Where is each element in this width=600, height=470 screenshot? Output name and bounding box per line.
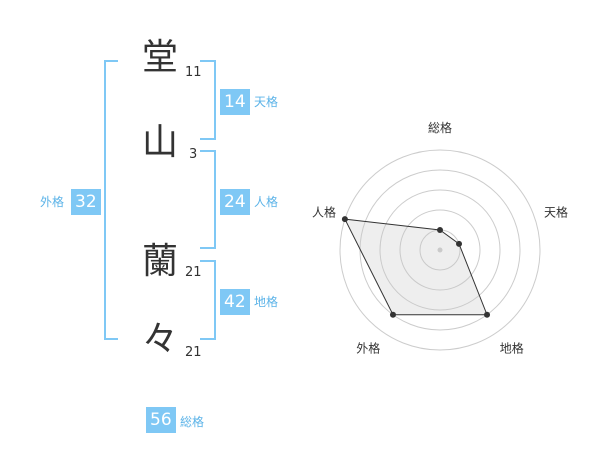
- radar-axis-label-4: 外格: [356, 341, 380, 356]
- chikaku-bracket: [200, 260, 216, 340]
- radar-point-3: [484, 311, 491, 318]
- gaikaku-value-badge: 32: [71, 189, 101, 215]
- radar-points: [341, 216, 491, 318]
- stroke-count-3: 21: [185, 265, 202, 280]
- stroke-count-4: 21: [185, 345, 202, 360]
- soukaku-label: 総格: [180, 415, 205, 429]
- gaikaku-bracket: [104, 60, 118, 340]
- stroke-count-1: 11: [185, 65, 202, 80]
- radar-point-2: [456, 240, 463, 247]
- radar-point-5: [341, 216, 348, 223]
- radar-axis-label-2: 天格: [544, 204, 568, 219]
- name-char-1: 堂: [141, 37, 178, 78]
- stroke-count-2: 3: [189, 147, 198, 162]
- chikaku-value-badge: 42: [220, 289, 250, 315]
- radar-ring-3: [379, 189, 501, 311]
- radar-series-polygon: [344, 218, 488, 316]
- name-char-2: 山: [141, 122, 178, 163]
- name-char-3: 蘭: [141, 241, 178, 282]
- radar-axis-label-1: 総格: [428, 120, 452, 135]
- radar-ring-2: [399, 209, 481, 291]
- jinkaku-bracket: [200, 150, 216, 249]
- radar-center-dot: [437, 247, 443, 253]
- jinkaku-value-badge: 24: [220, 189, 250, 215]
- jinkaku-label: 人格: [254, 195, 279, 209]
- name-char-4: 々: [141, 319, 178, 360]
- radar-ring-5: [339, 149, 541, 351]
- gaikaku-label: 外格: [40, 195, 65, 209]
- tenkaku-label: 天格: [254, 95, 279, 109]
- radar-axis-label-5: 人格: [312, 204, 336, 219]
- tenkaku-value-badge: 14: [220, 89, 250, 115]
- tenkaku-bracket: [200, 60, 216, 140]
- soukaku-value-badge: 56: [146, 407, 176, 433]
- chikaku-label: 地格: [254, 295, 279, 309]
- radar-point-4: [389, 311, 396, 318]
- radar-point-1: [437, 227, 443, 233]
- radar-axis-label-3: 地格: [500, 341, 524, 356]
